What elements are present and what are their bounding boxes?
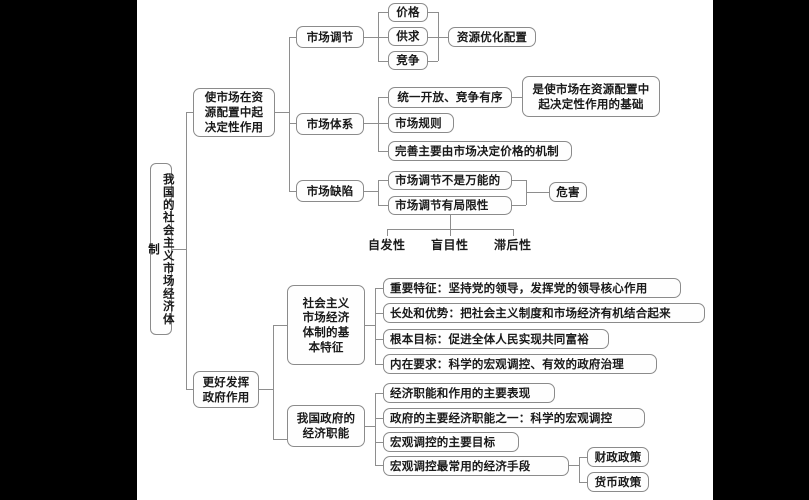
node-price[interactable]: 价格 [388, 3, 428, 22]
connector [375, 313, 383, 314]
connector [450, 215, 451, 229]
connector [579, 457, 580, 482]
connector [289, 37, 290, 192]
node-price-mechanism[interactable]: 完善主要由市场决定价格的机制 [388, 141, 572, 161]
connector [375, 288, 383, 289]
connector [365, 426, 375, 427]
node-advantage[interactable]: 长处和优势：把社会主义制度和市场经济有机结合起来 [383, 303, 705, 323]
connector [450, 229, 451, 236]
node-fiscal-policy[interactable]: 财政政策 [587, 447, 649, 467]
connector [289, 37, 296, 38]
node-market-system[interactable]: 市场体系 [296, 113, 364, 135]
node-key-feature[interactable]: 重要特征：坚持党的领导，发挥党的领导核心作用 [383, 278, 681, 298]
connector [569, 465, 579, 466]
connector [375, 364, 383, 365]
diagram-canvas: 我国的社会主义市场经济体制 使市场在资 源配置中起 决定性作用 市场调节 价格 … [137, 0, 713, 500]
connector [273, 325, 287, 326]
connector [364, 191, 378, 192]
connector [579, 457, 587, 458]
connector [526, 192, 549, 193]
connector [378, 61, 388, 62]
node-foundation[interactable]: 是使市场在资源配置中 起决定性作用的基础 [522, 76, 660, 117]
node-market-regulation[interactable]: 市场调节 [296, 26, 364, 48]
connector [378, 180, 379, 205]
node-not-omnipotent[interactable]: 市场调节不是万能的 [388, 171, 512, 190]
connector [438, 12, 439, 61]
node-unified-open[interactable]: 统一开放、竞争有序 [388, 87, 512, 108]
connector [378, 97, 379, 151]
node-socialist-market-features[interactable]: 社会主义 市场经济 体制的基 本特征 [287, 285, 365, 365]
node-competition[interactable]: 竞争 [388, 51, 428, 70]
branch-government-role[interactable]: 更好发挥 政府作用 [193, 371, 259, 408]
connector [512, 205, 526, 206]
node-monetary-policy[interactable]: 货币政策 [587, 472, 649, 492]
connector [289, 123, 296, 124]
connector [186, 389, 193, 390]
connector [172, 249, 186, 250]
connector [375, 339, 383, 340]
label-spontaneity: 自发性 [368, 238, 406, 252]
connector [375, 442, 383, 443]
connector [378, 97, 388, 98]
connector [375, 288, 376, 364]
node-macro-control-goals[interactable]: 宏观调控的主要目标 [383, 432, 519, 452]
connector [378, 12, 388, 13]
connector [579, 482, 587, 483]
connector [375, 465, 383, 466]
connector [378, 123, 388, 124]
connector [512, 97, 522, 98]
connector [364, 123, 378, 124]
node-harm[interactable]: 危害 [549, 182, 587, 202]
connector [273, 439, 287, 440]
label-blindness: 盲目性 [431, 238, 469, 252]
connector [513, 229, 514, 236]
connector [378, 180, 388, 181]
node-resource-optimization[interactable]: 资源优化配置 [448, 27, 536, 47]
connector [186, 112, 187, 250]
connector [364, 37, 378, 38]
connector [275, 112, 289, 113]
connector [273, 325, 274, 439]
connector [375, 418, 383, 419]
root-node[interactable]: 我国的社会主义市场经济体制 [147, 163, 176, 335]
node-supply-demand[interactable]: 供求 [388, 27, 428, 46]
connector [378, 205, 388, 206]
connector [512, 180, 526, 181]
node-inherent-requirement[interactable]: 内在要求：科学的宏观调控、有效的政府治理 [383, 354, 657, 374]
connector [289, 191, 296, 192]
connector [428, 61, 438, 62]
node-market-rules[interactable]: 市场规则 [388, 113, 454, 133]
connector [378, 151, 388, 152]
connector [365, 325, 375, 326]
node-government-economic-functions[interactable]: 我国政府的 经济职能 [287, 405, 365, 447]
connector [375, 393, 376, 465]
node-macro-control-function[interactable]: 政府的主要经济职能之一：科学的宏观调控 [383, 408, 645, 428]
branch-market-decisive[interactable]: 使市场在资 源配置中起 决定性作用 [193, 88, 275, 137]
label-lag: 滞后性 [494, 238, 532, 252]
node-macro-control-means[interactable]: 宏观调控最常用的经济手段 [383, 456, 569, 476]
connector [375, 393, 383, 394]
connector [387, 229, 388, 236]
connector [378, 12, 379, 61]
connector [378, 37, 388, 38]
node-main-manifestation[interactable]: 经济职能和作用的主要表现 [383, 383, 555, 403]
node-has-limits[interactable]: 市场调节有局限性 [388, 196, 512, 215]
connector [259, 389, 273, 390]
node-fundamental-goal[interactable]: 根本目标：促进全体人民实现共同富裕 [383, 329, 609, 349]
connector [428, 12, 438, 13]
connector [428, 37, 448, 38]
connector [186, 112, 193, 113]
connector [186, 249, 187, 389]
node-market-defects[interactable]: 市场缺陷 [296, 180, 364, 202]
